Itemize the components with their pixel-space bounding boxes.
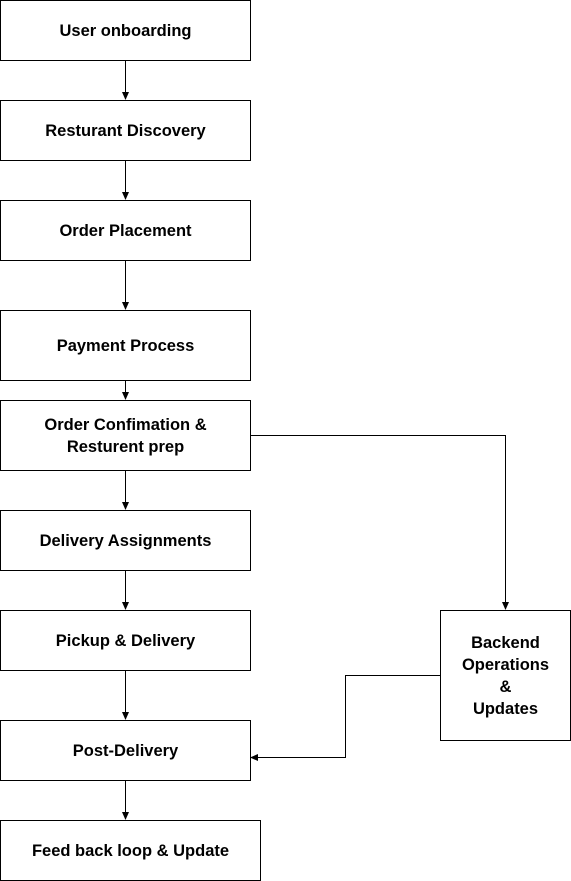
node-order-placement: Order Placement xyxy=(0,200,251,261)
arrow-backend-to-post-delivery xyxy=(250,675,440,761)
node-payment-process: Payment Process xyxy=(0,310,251,381)
node-label: Backend Operations & Updates xyxy=(461,633,550,718)
node-pickup-delivery: Pickup & Delivery xyxy=(0,610,251,671)
node-post-delivery: Post-Delivery xyxy=(0,720,251,781)
node-label: Post-Delivery xyxy=(72,741,179,760)
node-restaurant-discovery: Resturant Discovery xyxy=(0,100,251,161)
node-order-confirmation: Order Confimation & Resturent prep xyxy=(0,400,251,471)
node-feedback-loop: Feed back loop & Update xyxy=(0,820,261,881)
node-label: Feed back loop & Update xyxy=(31,841,230,860)
node-label: Order Confimation & Resturent prep xyxy=(44,415,207,456)
node-label: Order Placement xyxy=(59,221,192,240)
node-label: Resturant Discovery xyxy=(45,121,206,140)
node-label: User onboarding xyxy=(59,21,192,40)
node-user-onboarding: User onboarding xyxy=(0,0,251,61)
node-label: Pickup & Delivery xyxy=(55,631,196,650)
node-label: Payment Process xyxy=(56,336,195,355)
arrow-confirmation-to-backend xyxy=(250,435,509,610)
node-delivery-assignments: Delivery Assignments xyxy=(0,510,251,571)
node-label: Delivery Assignments xyxy=(39,531,212,550)
node-backend-operations: Backend Operations & Updates xyxy=(440,610,571,741)
